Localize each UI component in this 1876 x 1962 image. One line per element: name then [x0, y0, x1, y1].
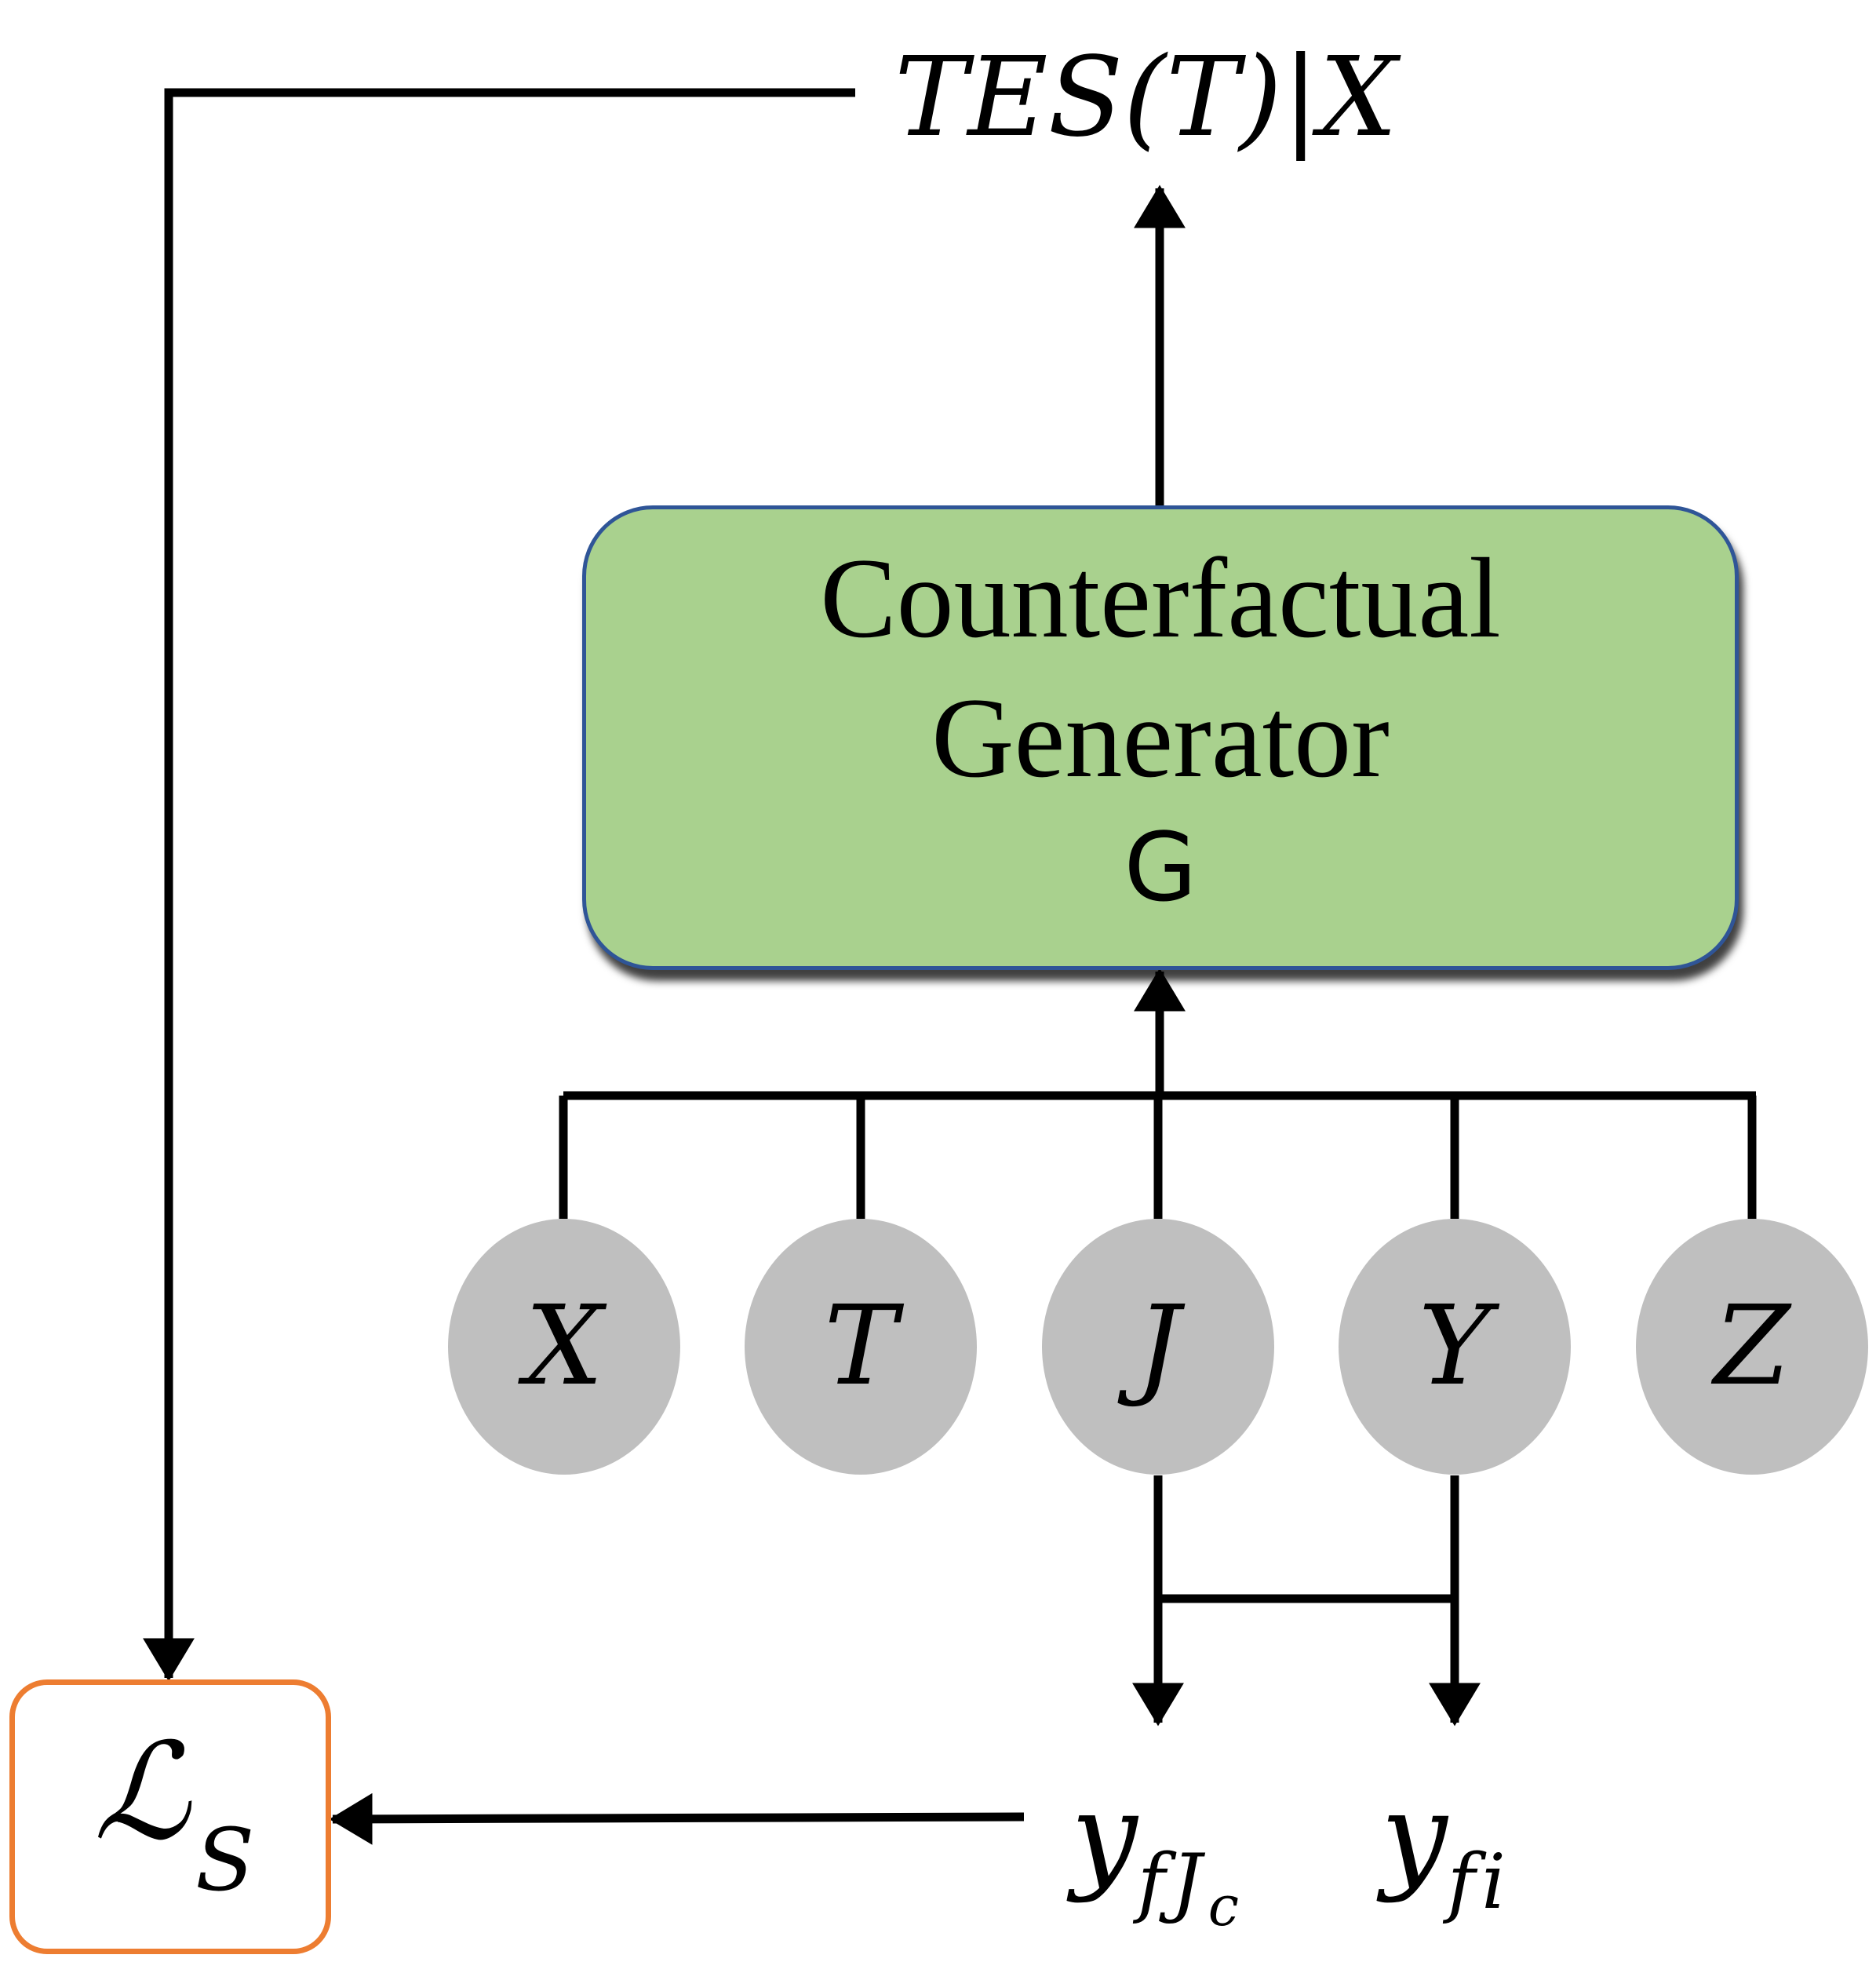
node-j: J — [1042, 1219, 1274, 1475]
y-fjc-base: y — [1071, 1768, 1138, 1905]
node-y: Y — [1339, 1219, 1571, 1475]
node-t: T — [745, 1219, 977, 1475]
output-y-fjc: yfJc — [1071, 1778, 1239, 1934]
node-y-label: Y — [1418, 1282, 1492, 1410]
output-y-fi: yfi — [1381, 1778, 1512, 1920]
counterfactual-generator-box: Counterfactual Generator G — [582, 505, 1739, 970]
node-j-label: J — [1135, 1282, 1181, 1410]
y-fjc-subscript: fJ — [1137, 1838, 1208, 1926]
y-fi-base: y — [1381, 1768, 1448, 1905]
generator-title-line1: Counterfactual — [820, 534, 1501, 662]
node-z-label: Z — [1714, 1282, 1790, 1410]
loss-subscript: S — [195, 1810, 255, 1910]
generator-symbol: G — [1124, 814, 1197, 923]
loss-symbol: ℒ — [93, 1715, 190, 1870]
output-label: TES(T)|X — [894, 34, 1397, 162]
node-t-label: T — [824, 1282, 898, 1410]
node-z: Z — [1636, 1219, 1868, 1475]
node-x: X — [448, 1219, 680, 1475]
arrow-yfjc-to-loss — [329, 1792, 1025, 1845]
loss-box: ℒ S — [9, 1679, 331, 1954]
y-fi-subscript: fi — [1447, 1838, 1512, 1926]
y-fjc-subsubscript: c — [1208, 1874, 1239, 1938]
node-x-label: X — [525, 1282, 603, 1410]
generator-title-line2: Generator — [931, 674, 1390, 801]
arrow-output-to-loss — [143, 88, 855, 1682]
